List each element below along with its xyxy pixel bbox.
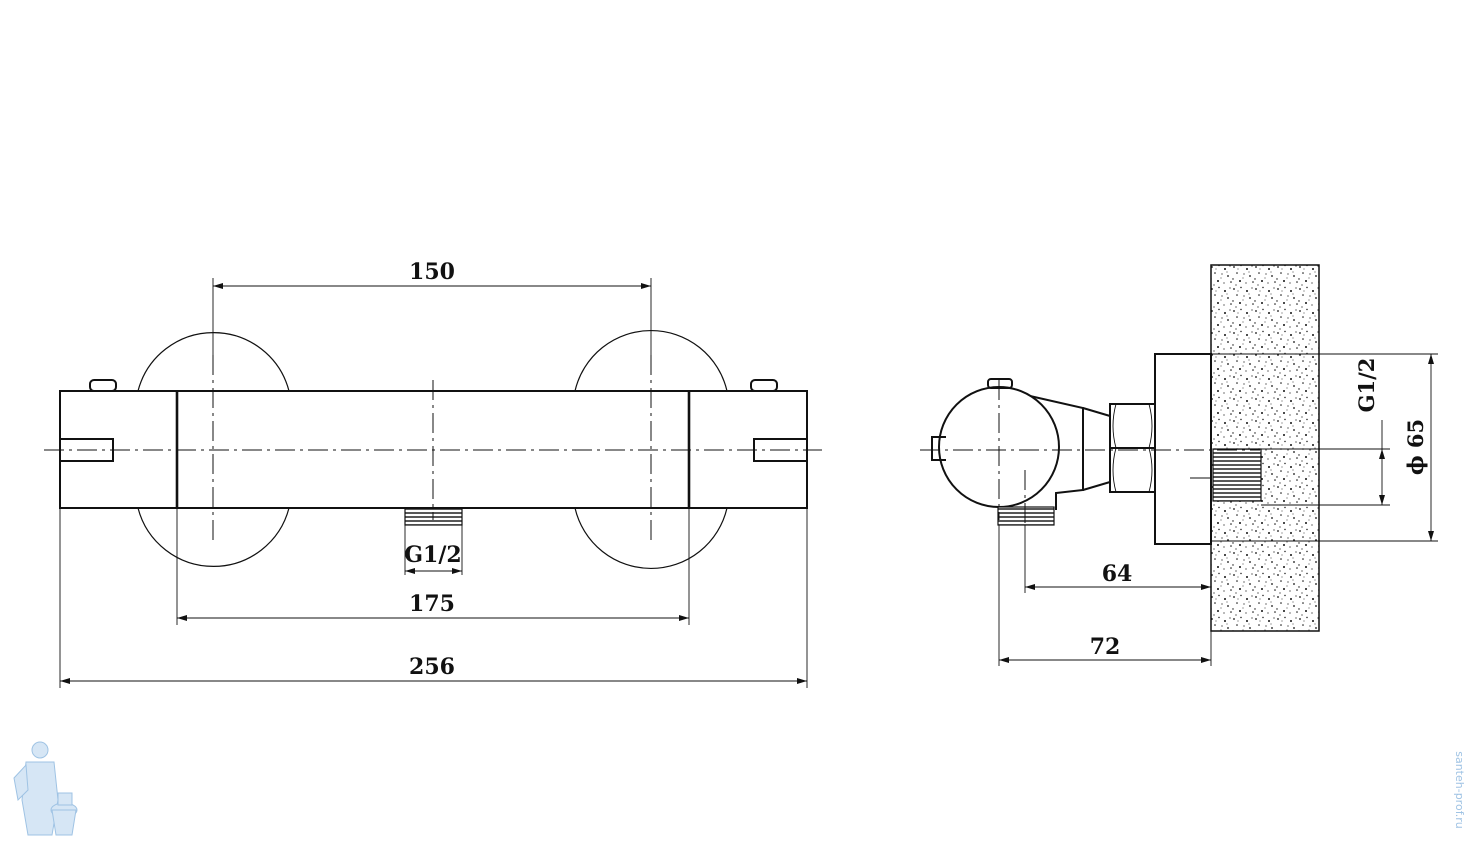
- watermark-text: santeh-prof.ru: [1453, 751, 1466, 829]
- side-outlet-thread: [997, 506, 1055, 526]
- plumber-logo: [13, 741, 78, 836]
- dim-175-label: 175: [409, 591, 455, 617]
- left-escutcheon-bottom: [137, 507, 290, 568]
- dim-72-label: 72: [1090, 634, 1121, 660]
- wall-section: [1210, 264, 1320, 632]
- front-view: 150 175 256 G1/2: [44, 259, 822, 688]
- left-top-button: [89, 379, 117, 392]
- wall-thread: [1212, 448, 1262, 502]
- front-thread-label: G1/2: [404, 542, 461, 568]
- side-thread-label: G1/2: [1354, 358, 1379, 413]
- side-stopper: [931, 436, 946, 461]
- dim-256-label: 256: [409, 654, 455, 680]
- diameter-label: ϕ 65: [1403, 419, 1428, 475]
- dim-64-label: 64: [1102, 561, 1133, 587]
- right-top-button: [750, 379, 778, 392]
- left-escutcheon: [137, 331, 290, 392]
- dim-150-label: 150: [409, 259, 455, 285]
- wall-flange: [1154, 353, 1212, 545]
- right-escutcheon-bottom: [574, 507, 728, 569]
- side-view: 64 72 ϕ 65 G1/2: [920, 264, 1438, 666]
- side-top-button: [987, 378, 1013, 389]
